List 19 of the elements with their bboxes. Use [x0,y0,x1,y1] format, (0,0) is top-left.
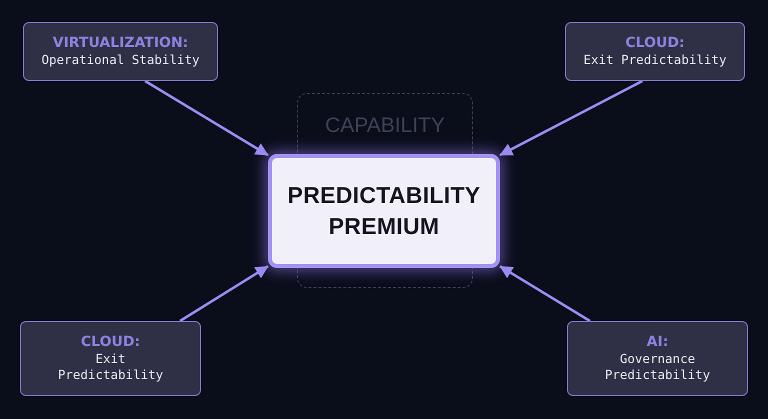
arrow [499,80,643,156]
label-card [20,321,201,396]
category-description: Exit Predictability [56,351,164,383]
arrow [179,265,269,322]
arrow [499,265,591,322]
category-description: Exit Predictability [584,52,726,68]
category-heading: CLOUD: [80,334,140,351]
category-heading: CLOUD: [625,35,685,52]
arrow [144,80,269,156]
category-description: Governance Predictability [604,351,712,383]
label-card [565,22,745,81]
highlight-title: PREDICTABILITY PREMIUM [286,181,482,241]
label-card [23,22,218,81]
category-heading: AI: [646,334,668,351]
frame-title: CAPABILITY [325,114,445,138]
category-heading: VIRTUALIZATION: [52,35,188,52]
label-card [567,321,748,396]
highlight-box [268,154,500,268]
category-description: Operational Stability [41,52,200,68]
